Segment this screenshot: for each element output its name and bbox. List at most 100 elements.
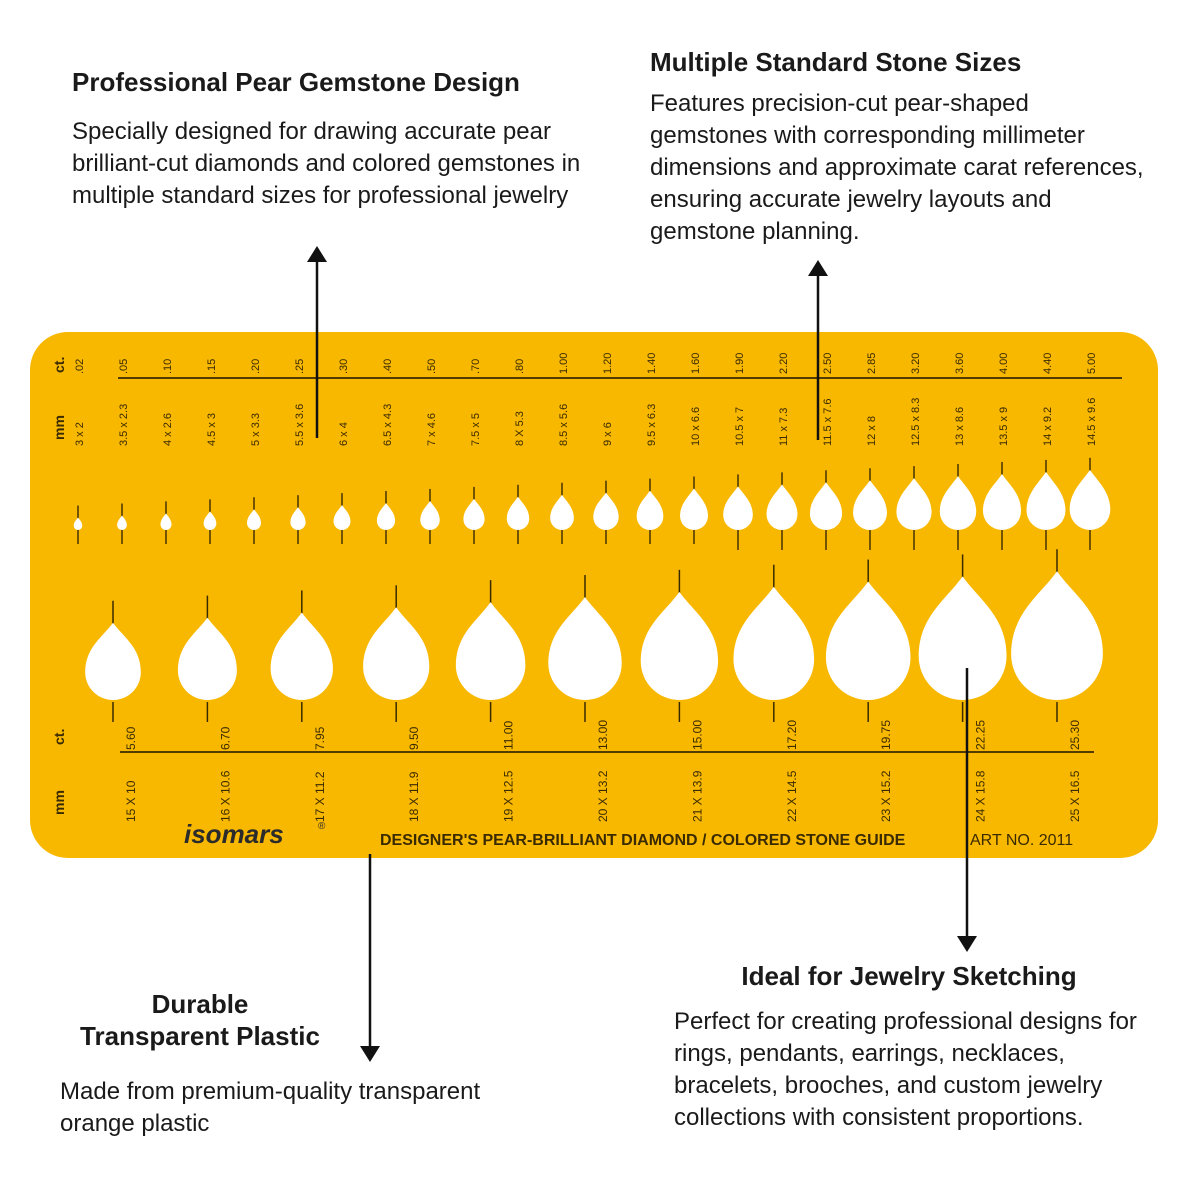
top-stone-mm-label: 14 x 9.2 (1042, 407, 1054, 446)
top-stone-cutout (1069, 469, 1111, 530)
top-stone-ct-label: .30 (338, 359, 350, 374)
bottom-stone-ct-label: 17.20 (785, 720, 799, 750)
top-stone-ct-label: 1.20 (602, 353, 614, 374)
top-stone-cutout (73, 517, 83, 531)
bottom-stone-ct-label: 15.00 (690, 720, 704, 750)
callout-plastic: Durable Transparent Plastic Made from pr… (40, 988, 480, 1140)
top-stone-mm-label: 12.5 x 8.3 (910, 398, 922, 446)
top-stone-cutout (376, 503, 396, 530)
bottom-stone-mm-label: 20 X 13.2 (596, 770, 610, 822)
bottom-stone-cutout (918, 576, 1007, 700)
callout-pear-design-title: Professional Pear Gemstone Design (72, 67, 520, 97)
callout-stone-sizes-body: Features precision-cut pear-shaped gemst… (650, 90, 1144, 245)
bottom-stone-mm-label: 19 X 12.5 (502, 770, 516, 822)
top-stone-ct-label: 2.20 (778, 353, 790, 374)
bottom-stone-mm-label: 15 X 10 (124, 780, 138, 822)
top-stone-cutout (463, 498, 485, 530)
top-stone-cutout (160, 513, 172, 530)
top-stone-ct-label: .25 (294, 359, 306, 374)
callout-plastic-body: Made from premium-quality transparent or… (60, 1078, 481, 1137)
top-stone-ct-label: 3.60 (954, 353, 966, 374)
brand-logo: isomars (184, 819, 284, 849)
bottom-stone-mm-label: 22 X 14.5 (785, 770, 799, 822)
top-row-stones: .023 x 2.053.5 x 2.3.104 x 2.6.154.5 x 3… (73, 353, 1111, 550)
bottom-stone-cutout (455, 602, 526, 700)
top-stone-ct-label: 1.00 (558, 353, 570, 374)
top-stone-mm-label: 4.5 x 3 (206, 413, 218, 446)
arrow-stone-sizes-head (808, 260, 828, 276)
top-stone-mm-label: 3 x 2 (74, 422, 86, 446)
top-stone-mm-label: 3.5 x 2.3 (118, 404, 130, 446)
art-number: ART NO. 2011 (970, 832, 1073, 849)
top-stone-ct-label: 1.40 (646, 353, 658, 374)
bottom-stone-mm-label: 16 X 10.6 (218, 770, 232, 822)
bottom-stone-mm-label: 17 X 11.2 (313, 771, 327, 822)
bottom-stone-cutout (733, 586, 815, 700)
bottom-stone-cutout (85, 622, 141, 700)
ct-label-bottom: ct. (51, 729, 67, 745)
stencil-plate (30, 332, 1158, 858)
top-stone-ct-label: .40 (382, 359, 394, 374)
callout-stone-sizes: Multiple Standard Stone Sizes Features p… (650, 46, 1150, 248)
bottom-row-stones: 5.60 15 X 10 6.70 16 X 10.6 7.95 17 X 11.2 9.5… (85, 549, 1103, 822)
top-stone-mm-label: 8.5 x 5.6 (558, 404, 570, 446)
top-stone-mm-label: 6.5 x 4.3 (382, 404, 394, 446)
top-stone-ct-label: 4.00 (998, 353, 1010, 374)
top-stone-cutout (420, 500, 440, 530)
bottom-stone-mm-label: 24 X 15.8 (974, 770, 988, 822)
mm-label-top: mm (51, 415, 67, 440)
bottom-stone-ct-label: 5.60 (124, 726, 138, 750)
guide-title: DESIGNER'S PEAR-BRILLIANT DIAMOND / COLO… (380, 832, 906, 849)
top-stone-ct-label: .05 (118, 359, 130, 374)
bottom-stone-cutout (548, 597, 622, 700)
bottom-stone-ct-label: 6.70 (218, 726, 232, 750)
bottom-stone-cutout (640, 591, 719, 700)
top-stone-cutout (982, 473, 1022, 530)
top-stone-mm-label: 13 x 8.6 (954, 407, 966, 446)
bottom-stone-cutout (363, 607, 430, 701)
mm-label-bottom: mm (51, 790, 67, 815)
arrow-plastic-head (360, 1046, 380, 1062)
top-stone-ct-label: .70 (470, 359, 482, 374)
top-stone-cutout (506, 496, 530, 530)
top-stone-cutout (550, 494, 574, 530)
bottom-stone-cutout (1011, 571, 1103, 700)
bottom-stone-mm-label: 23 X 15.2 (879, 770, 893, 822)
bottom-stone-cutout (825, 581, 911, 700)
top-stone-mm-label: 9 x 6 (602, 422, 614, 446)
top-stone-mm-label: 5 x 3.3 (250, 413, 262, 446)
top-stone-cutout (247, 509, 261, 530)
callout-sketching-title: Ideal for Jewelry Sketching (741, 961, 1077, 991)
bottom-stone-mm-label: 18 X 11.9 (407, 771, 421, 822)
top-stone-cutout (723, 486, 753, 530)
top-stone-ct-label: 5.00 (1086, 353, 1098, 374)
top-stone-cutout (333, 505, 351, 530)
top-stone-cutout (636, 490, 664, 530)
top-stone-mm-label: 5.5 x 3.6 (294, 404, 306, 446)
bottom-stone-ct-label: 7.95 (313, 726, 327, 750)
top-stone-ct-label: 2.85 (866, 353, 878, 374)
callout-plastic-title-line2: Transparent Plastic (80, 1021, 320, 1051)
top-stone-cutout (593, 492, 619, 530)
brand-registered-mark: ® (318, 821, 326, 832)
arrow-pear-design-head (307, 246, 327, 262)
top-stone-cutout (117, 515, 127, 530)
top-stone-ct-label: 4.40 (1042, 353, 1054, 374)
bottom-stone-cutout (177, 617, 237, 700)
top-stone-mm-label: 9.5 x 6.3 (646, 404, 658, 446)
top-stone-mm-label: 7 x 4.6 (426, 413, 438, 446)
top-stone-mm-label: 11.5 x 7.6 (822, 399, 834, 447)
top-stone-mm-label: 4 x 2.6 (162, 413, 174, 446)
bottom-stone-ct-label: 13.00 (596, 720, 610, 750)
top-stone-cutout (1026, 471, 1066, 530)
top-stone-mm-label: 12 x 8 (866, 416, 878, 446)
bottom-stone-mm-label: 25 X 16.5 (1068, 770, 1082, 822)
top-stone-mm-label: 10 x 6.6 (690, 407, 702, 446)
callout-sketching: Ideal for Jewelry Sketching Perfect for … (674, 960, 1144, 1134)
top-stone-mm-label: 8 X 5.3 (514, 411, 526, 446)
bottom-stone-cutout (270, 612, 333, 700)
callout-pear-design: Professional Pear Gemstone Design Specia… (72, 66, 592, 212)
top-stone-ct-label: .20 (250, 359, 262, 374)
top-stone-cutout (680, 488, 708, 530)
bottom-stone-ct-label: 9.50 (407, 726, 421, 750)
